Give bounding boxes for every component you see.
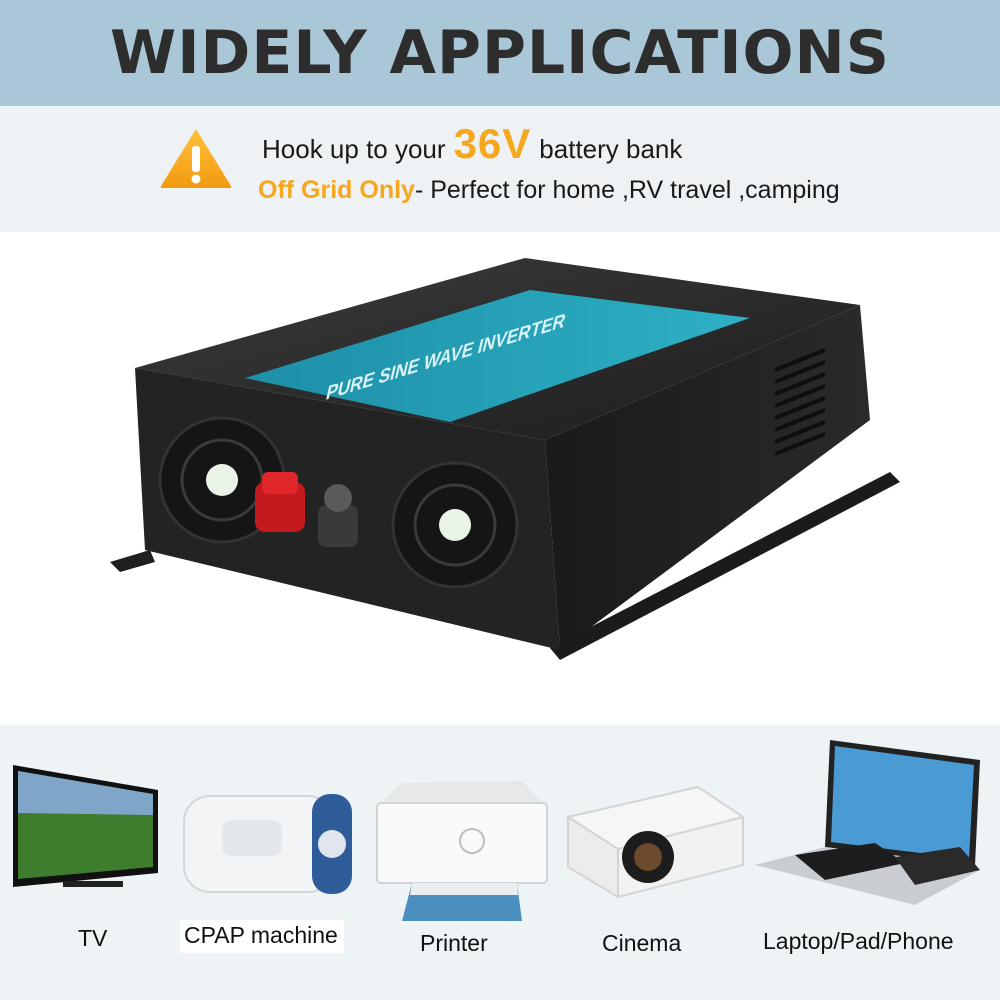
positive-terminal	[255, 472, 305, 532]
off-grid-label: Off Grid Only	[258, 176, 415, 204]
app-label-printer: Printer	[420, 930, 488, 956]
battery-line: Hook up to your 36V battery bank	[262, 120, 682, 168]
tv-icon	[13, 765, 158, 887]
cpap-icon	[183, 794, 352, 894]
projector-icon	[565, 785, 746, 899]
fan-left	[158, 416, 286, 544]
laptop-icon	[755, 740, 980, 905]
warning-icon	[160, 129, 232, 188]
voltage-value: 36V	[453, 120, 532, 167]
usage-line: Off Grid Only- Perfect for home ,RV trav…	[258, 176, 840, 205]
inverter-product-image: PURE SINE WAVE INVERTER	[110, 258, 900, 660]
battery-line-prefix: Hook up to your	[262, 134, 446, 164]
negative-terminal	[318, 484, 358, 547]
app-label-cinema: Cinema	[602, 930, 682, 956]
page-title: WIDELY APPLICATIONS	[110, 18, 890, 88]
applications-strip: TV CPAP machine Printer Cinema Laptop/Pa…	[0, 725, 1000, 1000]
info-strip: Hook up to your 36V battery bank Off Gri…	[0, 106, 1000, 232]
side-vents	[774, 348, 826, 456]
header-banner: WIDELY APPLICATIONS	[0, 0, 1000, 106]
app-label-tv: TV	[78, 925, 108, 951]
fan-right	[391, 461, 519, 589]
usage-line-rest: - Perfect for home ,RV travel ,camping	[414, 176, 840, 204]
battery-line-suffix: battery bank	[539, 134, 683, 164]
printer-icon	[376, 781, 548, 921]
app-label-laptop: Laptop/Pad/Phone	[763, 928, 954, 954]
app-label-cpap: CPAP machine	[180, 920, 344, 953]
